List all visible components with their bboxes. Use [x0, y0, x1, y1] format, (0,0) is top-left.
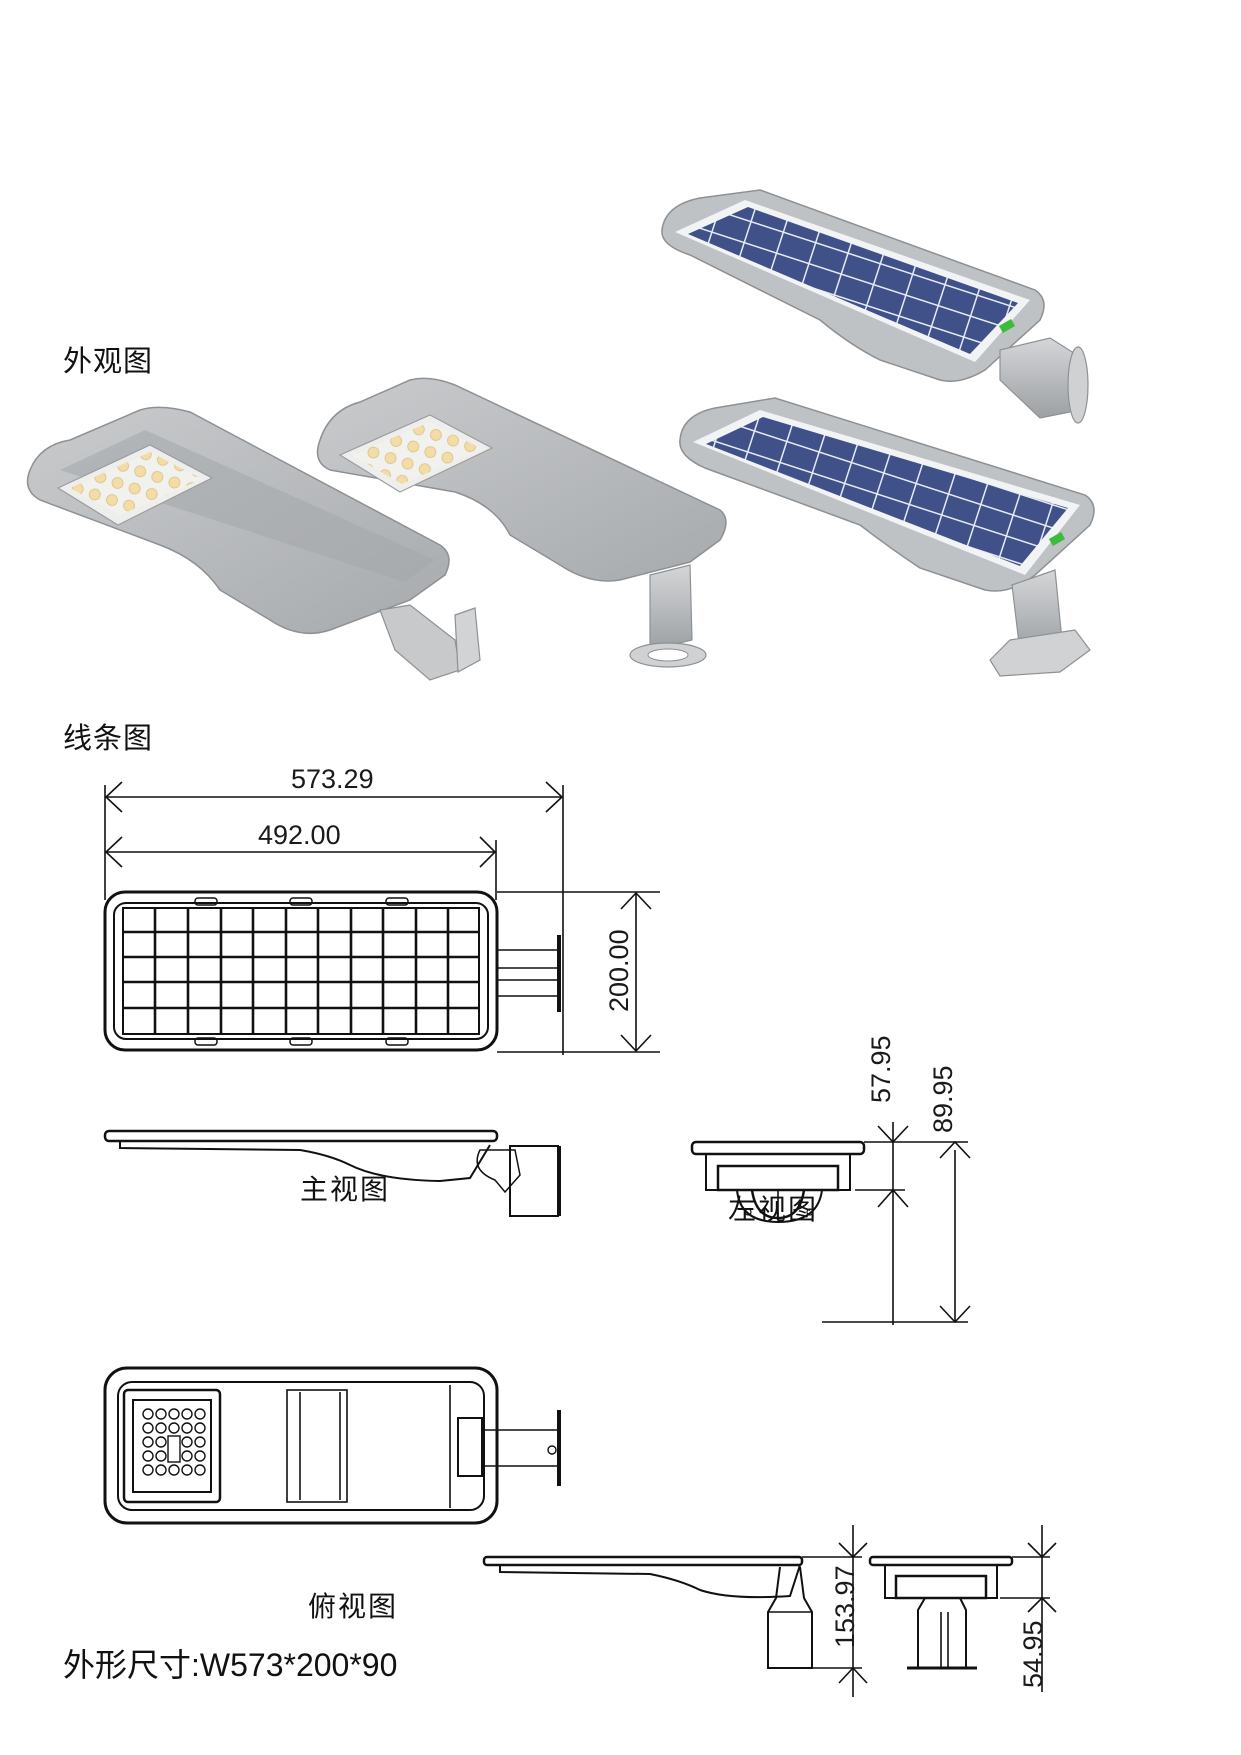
dimension-pole-small-label: 54.95 [1018, 1620, 1048, 1688]
pole-end-view-drawing [868, 1555, 1014, 1670]
dimension-width [497, 891, 660, 1053]
solar-lamp-photo-2 [679, 397, 1095, 677]
left-view-label: 左视图 [728, 1193, 819, 1226]
dimension-body-length-label: 492.00 [258, 820, 341, 850]
line-drawing-section-title: 线条图 [63, 721, 154, 755]
product-photos [26, 189, 1095, 681]
led-lamp-photo-2 [316, 377, 727, 668]
solar-panel-plan-view [103, 890, 561, 1052]
dimension-pole-total-label: 153.97 [830, 1565, 860, 1648]
dimension-left-total [822, 1140, 971, 1324]
dimension-width-label: 200.00 [604, 929, 634, 1012]
pole-side-view-drawing [482, 1555, 813, 1669]
dimension-left-small-label: 57.95 [866, 1035, 896, 1103]
solar-lamp-photo-1 [661, 189, 1089, 424]
overall-dimensions-spec: 外形尺寸:W573*200*90 [63, 1647, 398, 1683]
dimension-overall-length-label: 573.29 [291, 764, 374, 794]
top-view-label: 俯视图 [308, 1590, 399, 1623]
front-view-label: 主视图 [300, 1173, 391, 1206]
appearance-section-title: 外观图 [63, 344, 154, 378]
dimension-left-small [855, 1122, 968, 1325]
dimension-left-total-label: 89.95 [928, 1065, 958, 1133]
top-view-drawing [103, 1366, 561, 1525]
led-lamp-photo-1 [26, 406, 481, 681]
